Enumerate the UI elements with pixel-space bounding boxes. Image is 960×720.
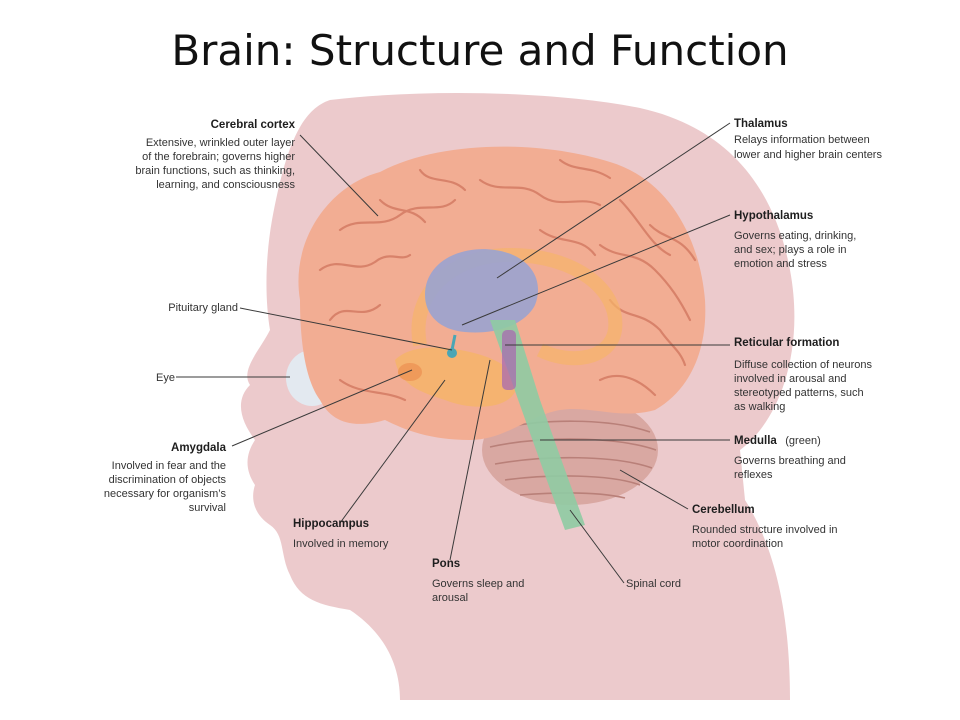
reticular-formation-desc-4: as walking	[734, 401, 785, 413]
spinal-cord-label: Spinal cord	[626, 578, 681, 590]
reticular-formation-shape	[502, 330, 516, 390]
cerebellum-title: Cerebellum	[692, 504, 755, 516]
hypothalamus-desc-2: and sex; plays a role in	[734, 244, 847, 256]
label-cerebral-cortex: Cerebral cortex Extensive, wrinkled oute…	[135, 119, 295, 191]
cerebral-cortex-desc-3: brain functions, such as thinking,	[135, 165, 295, 177]
medulla-heading: Medulla (green)	[734, 431, 821, 448]
thalamus-desc-1: Relays information between	[734, 134, 870, 146]
leader-lines	[176, 122, 731, 584]
reticular-formation-desc-2: involved in arousal and	[734, 373, 847, 385]
pituitary-shape	[447, 334, 457, 358]
label-hypothalamus: Hypothalamus Governs eating, drinking, a…	[734, 210, 856, 270]
hypothalamus-desc-3: emotion and stress	[734, 258, 827, 270]
label-reticular-formation: Reticular formation Diffuse collection o…	[734, 337, 872, 413]
pons-desc-2: arousal	[432, 592, 468, 604]
pons-title: Pons	[432, 558, 460, 570]
medulla-title: Medulla	[734, 435, 777, 447]
thalamus-title: Thalamus	[734, 118, 788, 130]
hippocampus-title: Hippocampus	[293, 518, 369, 530]
label-cerebellum: Cerebellum Rounded structure involved in…	[692, 504, 838, 550]
hypothalamus-title: Hypothalamus	[734, 210, 813, 222]
cerebral-cortex-desc-4: learning, and consciousness	[156, 179, 295, 191]
medulla-qualifier: (green)	[785, 435, 820, 447]
amygdala-shape	[398, 363, 422, 381]
reticular-formation-desc-1: Diffuse collection of neurons	[734, 359, 872, 371]
eye-label: Eye	[156, 372, 175, 384]
hippocampus-shape	[395, 347, 516, 407]
label-thalamus: Thalamus Relays information between lowe…	[734, 118, 882, 161]
cerebral-cortex-title: Cerebral cortex	[211, 119, 296, 131]
pituitary-gland-label: Pituitary gland	[168, 302, 238, 314]
label-amygdala: Amygdala Involved in fear and the discri…	[104, 442, 227, 514]
label-medulla: Medulla (green) Governs breathing and re…	[734, 431, 846, 481]
amygdala-desc-1: Involved in fear and the	[112, 460, 226, 472]
cerebral-cortex-desc-2: of the forebrain; governs higher	[142, 151, 295, 163]
amygdala-desc-2: discrimination of objects	[109, 474, 227, 486]
cerebellum-desc-2: motor coordination	[692, 538, 783, 550]
thalamus-desc-2: lower and higher brain centers	[734, 149, 882, 161]
cerebellum-folds	[489, 420, 657, 499]
cerebellum-desc-1: Rounded structure involved in	[692, 524, 838, 536]
amygdala-title: Amygdala	[171, 442, 227, 454]
label-pons: Pons Governs sleep and arousal	[432, 558, 524, 604]
slide-title: Brain: Structure and Function	[171, 26, 789, 75]
medulla-desc-2: reflexes	[734, 469, 773, 481]
reticular-formation-title: Reticular formation	[734, 337, 839, 349]
label-hippocampus: Hippocampus Involved in memory	[293, 518, 389, 550]
amygdala-desc-3: necessary for organism’s	[104, 488, 227, 500]
amygdala-desc-4: survival	[189, 502, 226, 514]
medulla-desc-1: Governs breathing and	[734, 455, 846, 467]
hippocampus-desc-1: Involved in memory	[293, 538, 389, 550]
reticular-formation-desc-3: stereotyped patterns, such	[734, 387, 864, 399]
pons-desc-1: Governs sleep and	[432, 578, 524, 590]
cerebral-cortex-desc-1: Extensive, wrinkled outer layer	[146, 137, 296, 149]
cortex-gyri	[318, 158, 697, 402]
hypothalamus-desc-1: Governs eating, drinking,	[734, 230, 856, 242]
